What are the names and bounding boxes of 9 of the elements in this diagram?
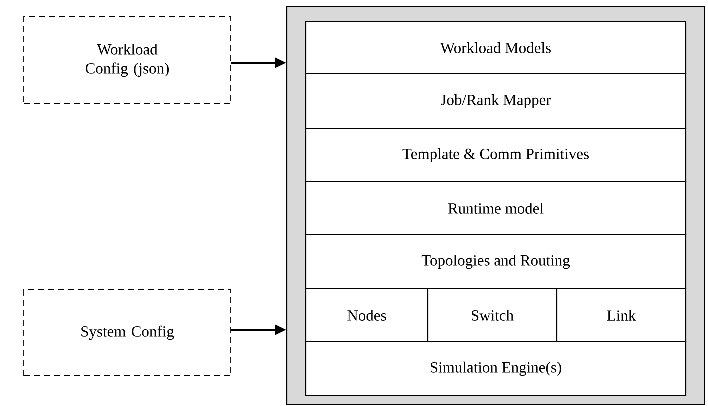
component-box: Link	[556, 288, 687, 343]
layer-box: Workload Models	[305, 21, 687, 75]
input-box: Workload Config (json)	[24, 16, 232, 104]
component-box: Nodes	[305, 288, 429, 343]
layer-box: Template & Comm Primitives	[305, 128, 687, 183]
layer-box: Job/Rank Mapper	[305, 73, 687, 130]
layer-box: Runtime model	[305, 181, 687, 236]
component-box: Switch	[427, 288, 558, 343]
input-box: System Config	[24, 290, 232, 376]
